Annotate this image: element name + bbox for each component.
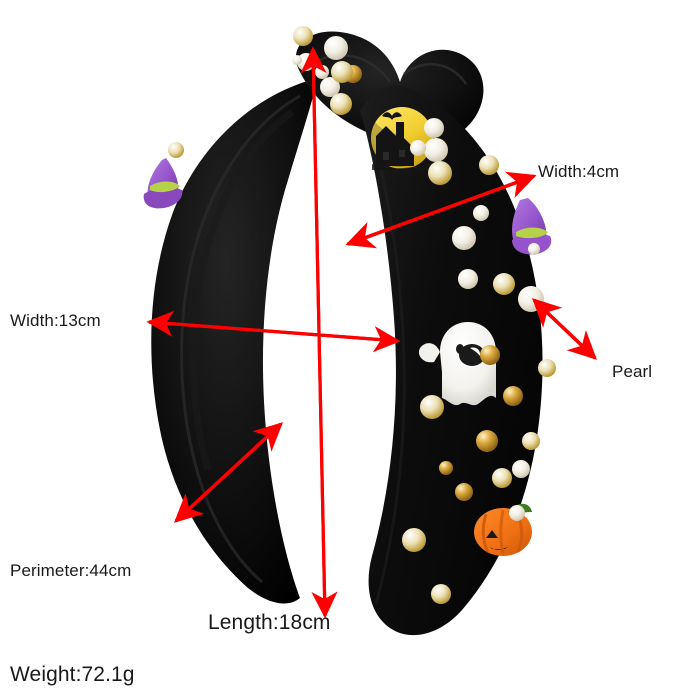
gold-bead-embellishments bbox=[344, 65, 523, 501]
headband-right-band bbox=[360, 85, 543, 636]
pearl-embellishments bbox=[292, 36, 544, 521]
headband-left-inner-shadow bbox=[189, 109, 295, 471]
headband-left-band bbox=[151, 78, 318, 604]
label-width-4: Width:4cm bbox=[538, 162, 620, 181]
moon-bat-haunted-house-charm bbox=[370, 107, 433, 170]
label-width-13: Width:13cm bbox=[10, 311, 101, 330]
rhinestone-embellishments bbox=[168, 26, 556, 604]
label-weight: Weight:72.1g bbox=[10, 663, 135, 686]
witch-hat-charm-right bbox=[512, 198, 552, 255]
witch-hat-charm-left bbox=[143, 158, 183, 209]
label-pearl: Pearl bbox=[612, 362, 653, 381]
knot-fold-line-2 bbox=[403, 63, 468, 85]
ghost-charm bbox=[418, 322, 496, 406]
label-length-18: Length:18cm bbox=[208, 611, 331, 634]
headband-left-lining-edge bbox=[180, 94, 301, 584]
knot-fold-line-1 bbox=[315, 53, 392, 83]
headband-right-inner-edge bbox=[372, 139, 406, 605]
headband-knot bbox=[295, 31, 484, 146]
pumpkin-charm bbox=[474, 503, 532, 556]
label-perimeter-44: Perimeter:44cm bbox=[10, 561, 132, 580]
